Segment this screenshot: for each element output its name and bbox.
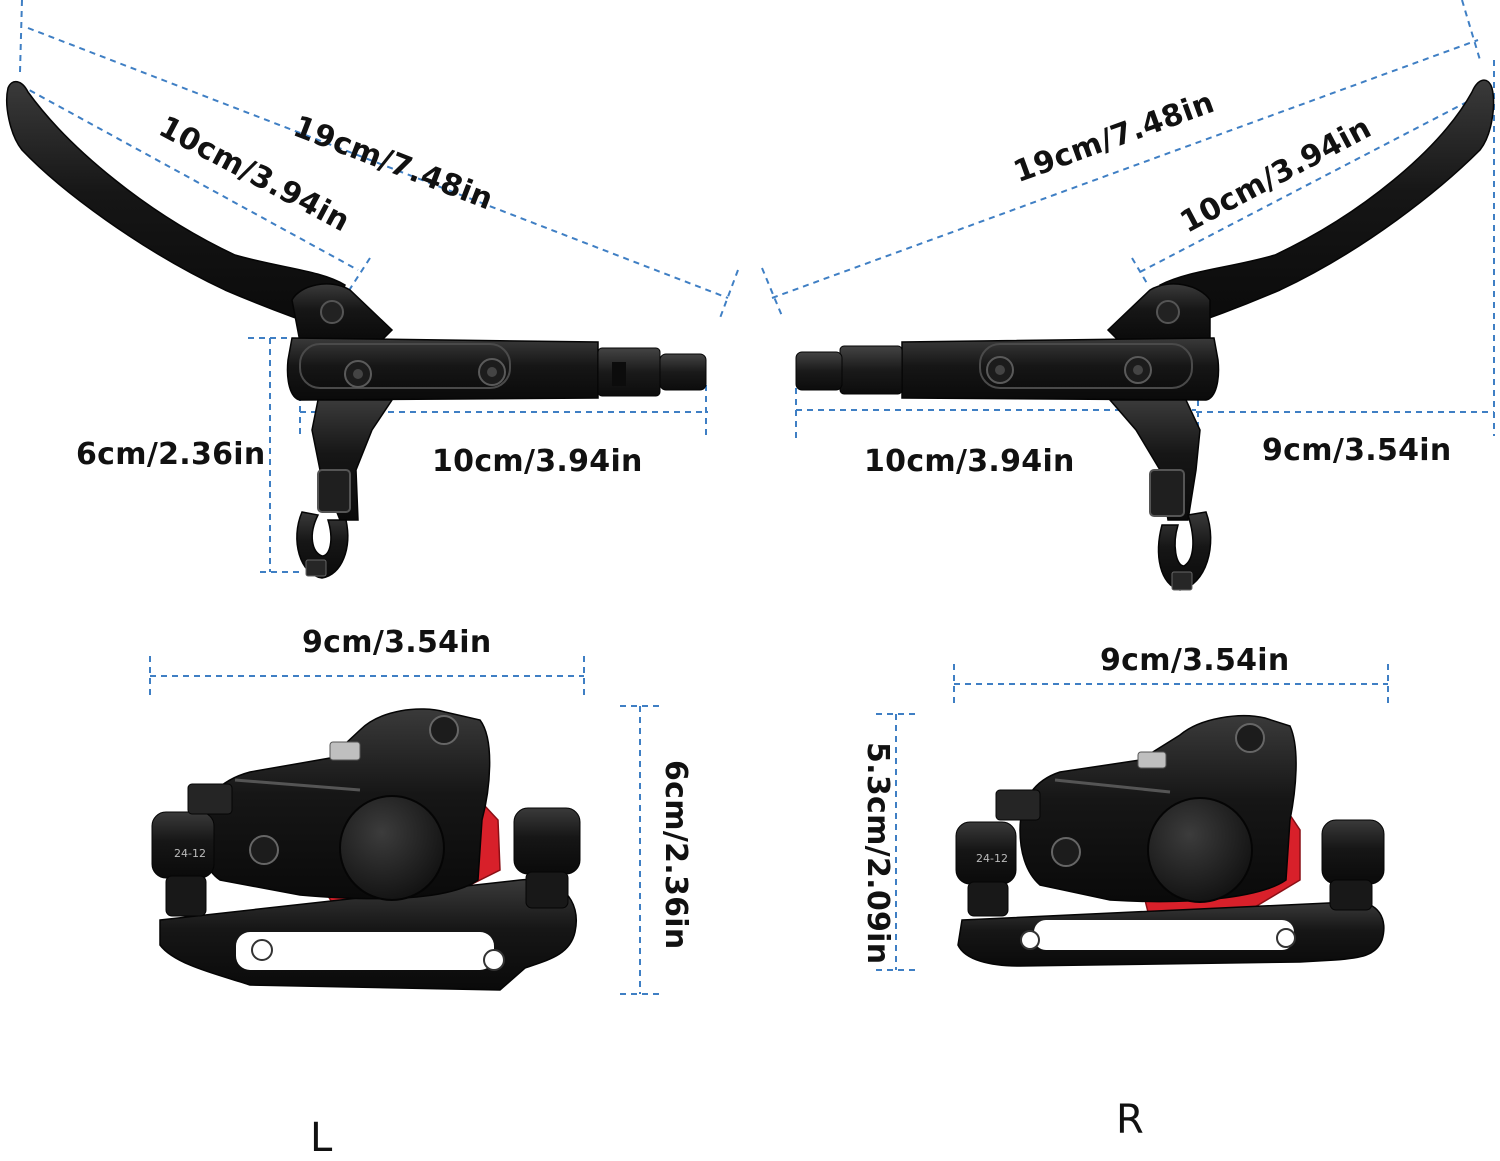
left-lever-pivot-bolt bbox=[320, 300, 344, 324]
right-caliper-bracket-hole-b bbox=[1276, 928, 1296, 948]
right-caliper-side-bolt bbox=[1051, 837, 1081, 867]
right-caliper-bracket-cutout bbox=[1034, 920, 1294, 950]
left-lever-clamp-height-label: 6cm/2.36in bbox=[76, 437, 266, 472]
right-lever-clamp-offset-label: 9cm/3.54in bbox=[1262, 433, 1452, 468]
left-lever-body-length-label: 10cm/3.94in bbox=[432, 444, 643, 479]
right-brake-lever bbox=[795, 79, 1495, 591]
right-caliper-bleed-nipple bbox=[1137, 751, 1167, 769]
left-lever-hose-fitting bbox=[597, 347, 661, 397]
right-lever-bolt-2-center bbox=[1133, 365, 1143, 375]
right-lever-bolt-1-center bbox=[995, 365, 1005, 375]
right-lever-overall-tick-a bbox=[1461, 0, 1481, 61]
left-caliper-bleed-nipple bbox=[329, 741, 361, 761]
left-caliper-bracket-cutout bbox=[236, 932, 494, 970]
left-caliper-bracket-hole-a bbox=[251, 939, 273, 961]
left-caliper-body-highlight bbox=[234, 778, 361, 792]
left-caliper-adjuster-left bbox=[151, 811, 215, 879]
right-caliper-height-label-visible: 5.3cm/2.09in bbox=[860, 742, 895, 965]
right-caliper-adjuster-left-base bbox=[967, 881, 1009, 917]
left-lever-overall-tick-a bbox=[19, 0, 23, 73]
left-lever-bolt-1-center bbox=[353, 369, 363, 379]
right-lever-clamp-ring bbox=[1157, 511, 1212, 591]
right-lever-overall-tick-b bbox=[761, 267, 783, 317]
right-lever-body-bevel bbox=[979, 343, 1193, 389]
right-caliper-piston-cover bbox=[1147, 797, 1253, 903]
right-lever-body-length-label: 10cm/3.94in bbox=[864, 444, 1075, 479]
right-lever-blade-tick bbox=[1131, 257, 1149, 286]
left-lever-fitting-slot bbox=[612, 362, 626, 386]
left-caliper: 24-12 bbox=[151, 708, 581, 991]
left-lever-body-bevel bbox=[299, 343, 511, 389]
left-lever-clamp-hinge bbox=[317, 469, 351, 513]
left-caliper-top-bolt bbox=[429, 715, 459, 745]
right-caliper-bracket-hole-a bbox=[1020, 930, 1040, 950]
left-lever-overall-line bbox=[27, 27, 729, 299]
right-caliper-stamp: 24-12 bbox=[976, 852, 1008, 865]
left-lever-overall-tick-b bbox=[719, 269, 739, 319]
right-lever-overall-line bbox=[771, 39, 1479, 299]
left-caliper-adjuster-left-base bbox=[165, 875, 207, 917]
left-lever-blade-tick bbox=[347, 257, 371, 293]
right-lever-clamp-bolt bbox=[1171, 571, 1193, 591]
right-lever-hose-cap bbox=[795, 351, 843, 391]
left-lever-bolt-2-center bbox=[487, 367, 497, 377]
left-caliper-side-bolt bbox=[249, 835, 279, 865]
right-lever-pivot-bolt bbox=[1156, 300, 1180, 324]
right-lever-hose-fitting bbox=[839, 345, 903, 395]
left-lever-body bbox=[286, 337, 599, 401]
left-caliper-width-label: 9cm/3.54in bbox=[302, 625, 492, 660]
left-caliper-bracket-hole-b bbox=[483, 949, 505, 971]
right-lever-body bbox=[901, 337, 1220, 401]
left-caliper-cable-mount bbox=[187, 783, 233, 815]
left-lever-blade-line bbox=[19, 84, 359, 271]
right-side-label: R bbox=[1116, 1097, 1144, 1143]
right-caliper-adjuster-right-base bbox=[1329, 879, 1373, 911]
right-caliper-adjuster-right bbox=[1321, 819, 1385, 885]
right-caliper-cable-mount bbox=[995, 789, 1041, 821]
right-caliper: 24-12 bbox=[955, 715, 1385, 967]
left-caliper-adjuster-right-base bbox=[525, 871, 569, 909]
left-caliper-piston-cover bbox=[339, 795, 445, 901]
left-brake-lever bbox=[6, 80, 707, 579]
right-caliper-width-label: 9cm/3.54in bbox=[1100, 643, 1290, 678]
right-caliper-body-highlight bbox=[1054, 778, 1171, 794]
left-side-label: L bbox=[310, 1115, 333, 1161]
left-lever-clamp-bolt bbox=[305, 559, 327, 577]
left-lever-hose-cap bbox=[659, 353, 707, 391]
left-caliper-adjuster-right bbox=[513, 807, 581, 875]
left-caliper-stamp: 24-12 bbox=[174, 847, 206, 860]
right-caliper-top-bolt bbox=[1235, 723, 1265, 753]
left-caliper-height-label: 6cm/2.36in bbox=[658, 760, 693, 950]
right-lever-clamp-hinge bbox=[1149, 469, 1185, 517]
